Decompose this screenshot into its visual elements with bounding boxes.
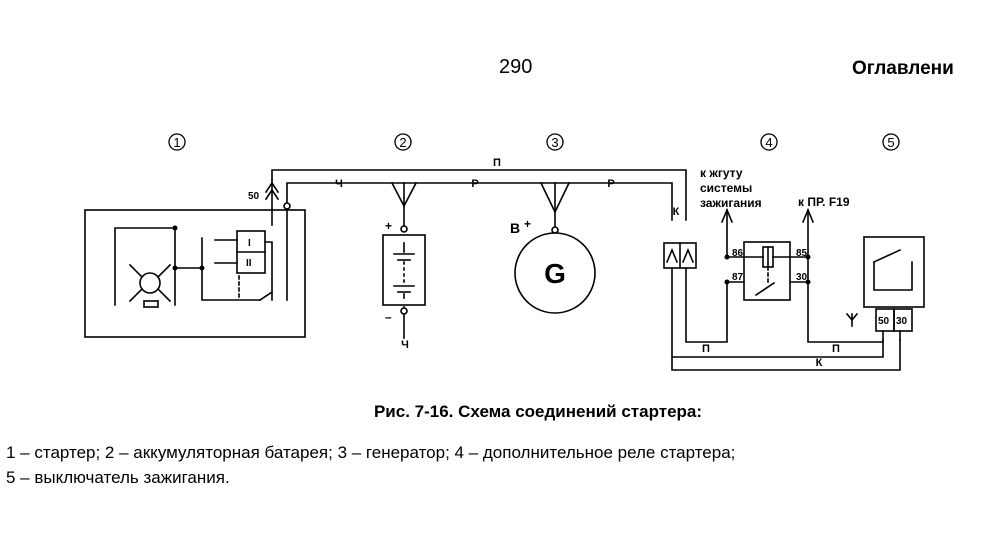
- legend-line: 5 – выключатель зажигания.: [6, 468, 230, 487]
- marker-generator: 3: [551, 135, 558, 150]
- marker-battery: 2: [399, 135, 406, 150]
- generator-symbol: [514, 226, 596, 314]
- component-markers: [168, 133, 900, 151]
- wire-label-black: Ч: [335, 178, 343, 190]
- wire-label-fuse-down: К: [673, 206, 680, 218]
- starter-wiring-diagram: 1 2 3 4 5 П Ч Р Р К П П К Ч 50 I II 86 8…: [84, 133, 925, 371]
- wire-label-red-1: Р: [471, 178, 478, 190]
- marker-switch: 5: [887, 135, 894, 150]
- wire-label-red-2: Р: [607, 178, 614, 190]
- ignition-switch-symbol: [845, 236, 925, 341]
- wire-label-top: П: [493, 157, 501, 169]
- fuse-block-symbol: [663, 242, 697, 269]
- wire-label-battery-neg: Ч: [401, 339, 409, 351]
- battery-minus-label: –: [385, 310, 392, 324]
- figure-caption: Рис. 7-16. Схема соединений стартера:: [373, 402, 703, 421]
- table-of-contents-link[interactable]: Оглавлени: [852, 58, 954, 79]
- starter-terminal-50: 50: [248, 191, 260, 202]
- fuse-reference-note: к ПР. F19: [798, 195, 850, 209]
- generator-terminal-label: B: [510, 220, 520, 236]
- generator-plus-label: +: [524, 217, 531, 231]
- marker-starter: 1: [173, 135, 180, 150]
- relay-terminal-85: 85: [796, 248, 808, 259]
- harness-note-line1: к жгуту: [700, 166, 743, 180]
- relay-terminal-30: 30: [796, 272, 808, 283]
- relay-symbol: [743, 241, 791, 301]
- relay-terminal-86: 86: [732, 248, 744, 259]
- page-number: 290: [499, 56, 533, 78]
- wire-label-bottom-k: К: [816, 357, 823, 369]
- wires: [271, 169, 901, 371]
- wire-label-bottom-p-left: П: [702, 343, 710, 355]
- marker-relay: 4: [765, 135, 772, 150]
- battery-plus-label: +: [385, 219, 392, 233]
- figure-legend: 1 – стартер; 2 – аккумуляторная батарея;…: [6, 440, 735, 490]
- generator-g-label: G: [544, 258, 566, 289]
- legend-line: 1 – стартер; 2 – аккумуляторная батарея;…: [6, 443, 736, 462]
- harness-note-line2: системы: [700, 181, 752, 195]
- starter-winding-1: I: [248, 238, 251, 249]
- starter-winding-2: II: [246, 258, 252, 269]
- switch-terminal-30: 30: [896, 316, 908, 327]
- wire-label-bottom-p-right: П: [832, 343, 840, 355]
- harness-note-line3: зажигания: [700, 196, 762, 210]
- starter-symbol: [84, 179, 306, 338]
- relay-terminal-87: 87: [732, 272, 744, 283]
- battery-symbol: [382, 225, 426, 315]
- switch-terminal-50: 50: [878, 316, 890, 327]
